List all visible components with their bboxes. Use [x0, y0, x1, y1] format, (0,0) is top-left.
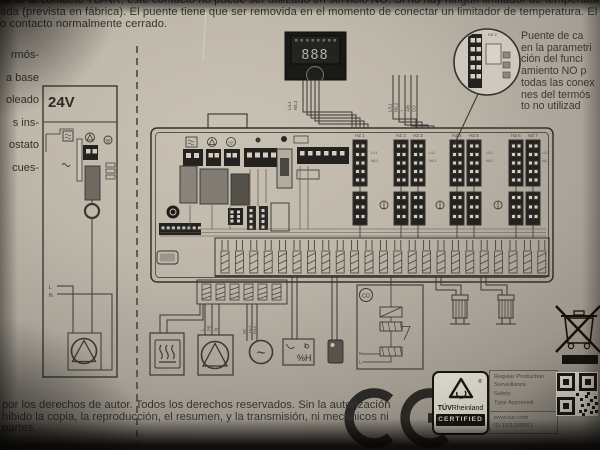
black-bar — [562, 355, 598, 364]
right-paragraph: Puente de ca en la parametri ción del fu… — [521, 30, 595, 113]
svg-text:A/B: A/B — [406, 105, 411, 112]
svg-text:~: ~ — [257, 345, 266, 362]
svg-text:L: L — [200, 328, 205, 331]
transformer-panel: 24V L N — [42, 85, 118, 378]
svg-text:L/L1: L/L1 — [371, 151, 378, 155]
zone-terminal-strips — [352, 139, 541, 187]
thermostat-display: 888 — [301, 47, 328, 63]
registered-mark: ® — [478, 379, 482, 385]
valve-actuator-2 — [495, 294, 517, 325]
left-output-band — [196, 279, 288, 305]
magnifier-detail: HZ 2 — [453, 28, 521, 96]
qr-code — [556, 372, 598, 416]
svg-text:L/L1: L/L1 — [388, 103, 393, 112]
output-terminal-band — [214, 237, 550, 277]
svg-text:HZ 7: HZ 7 — [528, 133, 538, 138]
room-thermostat: 888 — [284, 31, 347, 81]
svg-text:L/L1: L/L1 — [542, 151, 549, 155]
svg-text:L/L1: L/L1 — [287, 101, 292, 110]
floor-heating-symbol — [149, 332, 185, 376]
svg-text:HZ 5: HZ 5 — [469, 133, 479, 138]
pump-wire-labels: L PE N — [200, 325, 219, 331]
panel-voltage-label: 24V — [48, 94, 75, 111]
certification-details: Regular Production Surveillance Safety T… — [489, 370, 559, 434]
svg-text:HZ 1: HZ 1 — [355, 133, 365, 138]
left-margin-fragments: rmós- a base oleado s ins- ostato cues- — [0, 44, 39, 180]
svg-text:N/L2: N/L2 — [486, 159, 493, 163]
svg-text:CO: CO — [362, 294, 370, 300]
panel-n-label: N — [49, 293, 53, 299]
humidity-label: %H — [297, 353, 312, 363]
tuv-brand: TÜVRheinland — [437, 405, 484, 412]
svg-text:N/L2: N/L2 — [394, 102, 399, 112]
copyright-paragraph: por los derechos de autor. Todos los der… — [2, 399, 391, 435]
zone-terminal-strips-lower — [352, 191, 541, 226]
svg-text:N/L2: N/L2 — [429, 159, 436, 163]
svg-text:L: L — [359, 360, 362, 365]
tuv-triangle-icon — [448, 377, 473, 399]
left-fragment: s ins- — [12, 116, 39, 129]
bus-wire-labels: L/L1 N/L2 + A/B CO — [388, 102, 417, 112]
svg-text:PE: PE — [207, 325, 212, 331]
svg-text:HZ 6: HZ 6 — [511, 133, 521, 138]
svg-text:CO: CO — [412, 105, 417, 112]
sensor-module — [327, 339, 344, 364]
left-fragment: rmós- — [10, 49, 39, 61]
tuv-rheinland-badge: ® TÜVRheinland CERTIFIED — [432, 371, 489, 435]
ac-supply-symbol: ~ — [248, 339, 274, 365]
left-fragment: a base — [5, 71, 39, 84]
left-fragment: oleado — [5, 94, 39, 107]
panel-l-label: L — [49, 285, 52, 291]
valve-actuator-1 — [449, 294, 471, 325]
zone-labels: HZ 1 HZ 2 HZ 3 HZ 4 HZ 5 HZ 6 HZ 7 — [355, 133, 538, 138]
svg-text:N/L2: N/L2 — [253, 326, 257, 334]
svg-text:L/L1: L/L1 — [486, 151, 493, 155]
supply-wire-labels: PE L/L1 N/L2 — [243, 326, 257, 334]
main-board: HZ 1 HZ 2 HZ 3 HZ 4 HZ 5 HZ 6 HZ 7 L/L1N… — [150, 113, 554, 305]
weee-icon — [555, 305, 600, 364]
parameter-jumper — [485, 43, 502, 65]
left-fragment: ostato — [9, 139, 39, 152]
tuv-id: ID 1111209551 — [494, 423, 533, 430]
tuv-url: www.tuv.com — [494, 415, 529, 422]
pump-symbol — [197, 334, 234, 376]
svg-text:N: N — [359, 351, 362, 356]
magnifier-zone-label: HZ 2 — [488, 32, 497, 37]
panel-pump-symbol — [67, 332, 102, 371]
svg-text:N/L2: N/L2 — [542, 159, 549, 163]
svg-text:N: N — [214, 328, 219, 331]
top-paragraph-line: o contacto normalmente cerrado. — [0, 17, 168, 30]
svg-text:+: + — [400, 109, 405, 112]
certified-banner: CERTIFIED — [436, 414, 485, 426]
svg-text:N/L2: N/L2 — [371, 159, 378, 163]
svg-text:N/L2: N/L2 — [293, 100, 298, 110]
svg-text:PE: PE — [243, 328, 247, 334]
svg-text:L/L1: L/L1 — [248, 326, 252, 333]
humidity-sensor-symbol: %H — [282, 338, 315, 366]
left-fragment: cues- — [12, 161, 39, 174]
svg-text:HZ 2: HZ 2 — [396, 133, 406, 138]
co-changeover-box: CO N L — [356, 284, 424, 370]
svg-text:L/L1: L/L1 — [429, 151, 436, 155]
top-paragraph: tarse al contacto TB/NR, este contacto n… — [0, 0, 600, 31]
svg-text:HZ 3: HZ 3 — [413, 133, 423, 138]
